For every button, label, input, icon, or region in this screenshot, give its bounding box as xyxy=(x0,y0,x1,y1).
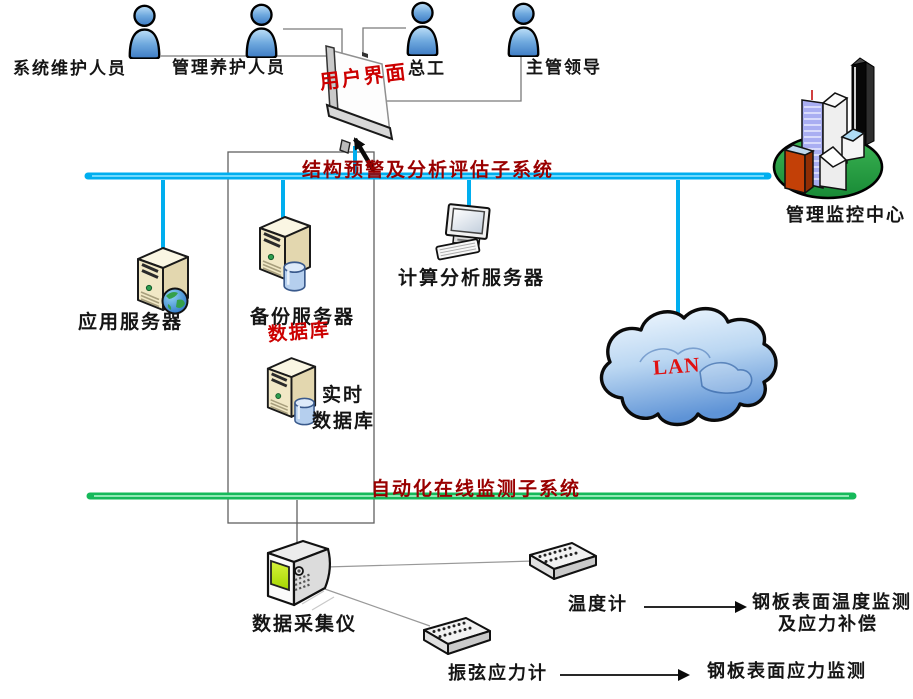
globe-icon xyxy=(161,287,189,315)
label-management-center: 管理监控中心 xyxy=(786,205,906,225)
arrow-up-to-screen-icon xyxy=(353,137,376,173)
label-realtime-line2: 数据库 xyxy=(312,411,376,432)
label-system-maintenance: 系统维护人员 xyxy=(13,59,127,78)
label-data-collector: 数据采集仪 xyxy=(252,614,358,635)
strain-sensor-icon xyxy=(422,616,492,656)
temperature-sensor-icon xyxy=(529,542,597,580)
database-group-box xyxy=(227,151,375,524)
label-supervisor: 主管领导 xyxy=(526,58,602,77)
label-chief-engineer: 总工 xyxy=(408,59,446,78)
database-cylinder-icon xyxy=(283,261,306,292)
label-compute-server: 计算分析服务器 xyxy=(398,268,546,289)
label-monitoring-subsystem: 自动化在线监测子系统 xyxy=(371,479,582,500)
person-icon-system-maintenance xyxy=(128,4,161,59)
person-icon-chief-engineer xyxy=(406,1,439,56)
label-thermometer: 温度计 xyxy=(568,594,628,614)
label-lan: LAN xyxy=(652,352,702,380)
label-application-server: 应用服务器 xyxy=(78,312,184,333)
label-management-maintenance: 管理养护人员 xyxy=(172,58,286,77)
desktop-computer-icon xyxy=(435,203,491,261)
person-icon-management-maintenance xyxy=(245,3,278,58)
buildings-icon xyxy=(772,57,884,200)
label-temp-output-line1: 钢板表面温度监测 xyxy=(752,592,912,612)
label-realtime-line1: 实时 xyxy=(322,385,365,406)
sensor-cables xyxy=(301,560,535,627)
label-analysis-subsystem: 结构预警及分析评估子系统 xyxy=(302,160,555,181)
label-backup-server: 备份服务器 xyxy=(250,307,356,328)
bus-drop-lines xyxy=(161,146,680,324)
person-icon-supervisor xyxy=(507,2,540,57)
data-collector-icon xyxy=(266,539,332,607)
label-strain-output: 钢板表面应力监测 xyxy=(707,661,867,681)
lan-cloud-icon xyxy=(599,307,778,427)
label-temp-output-line2: 及应力补偿 xyxy=(778,614,878,634)
label-strain-gauge: 振弦应力计 xyxy=(448,663,548,683)
projection-screen-icon xyxy=(325,45,394,154)
